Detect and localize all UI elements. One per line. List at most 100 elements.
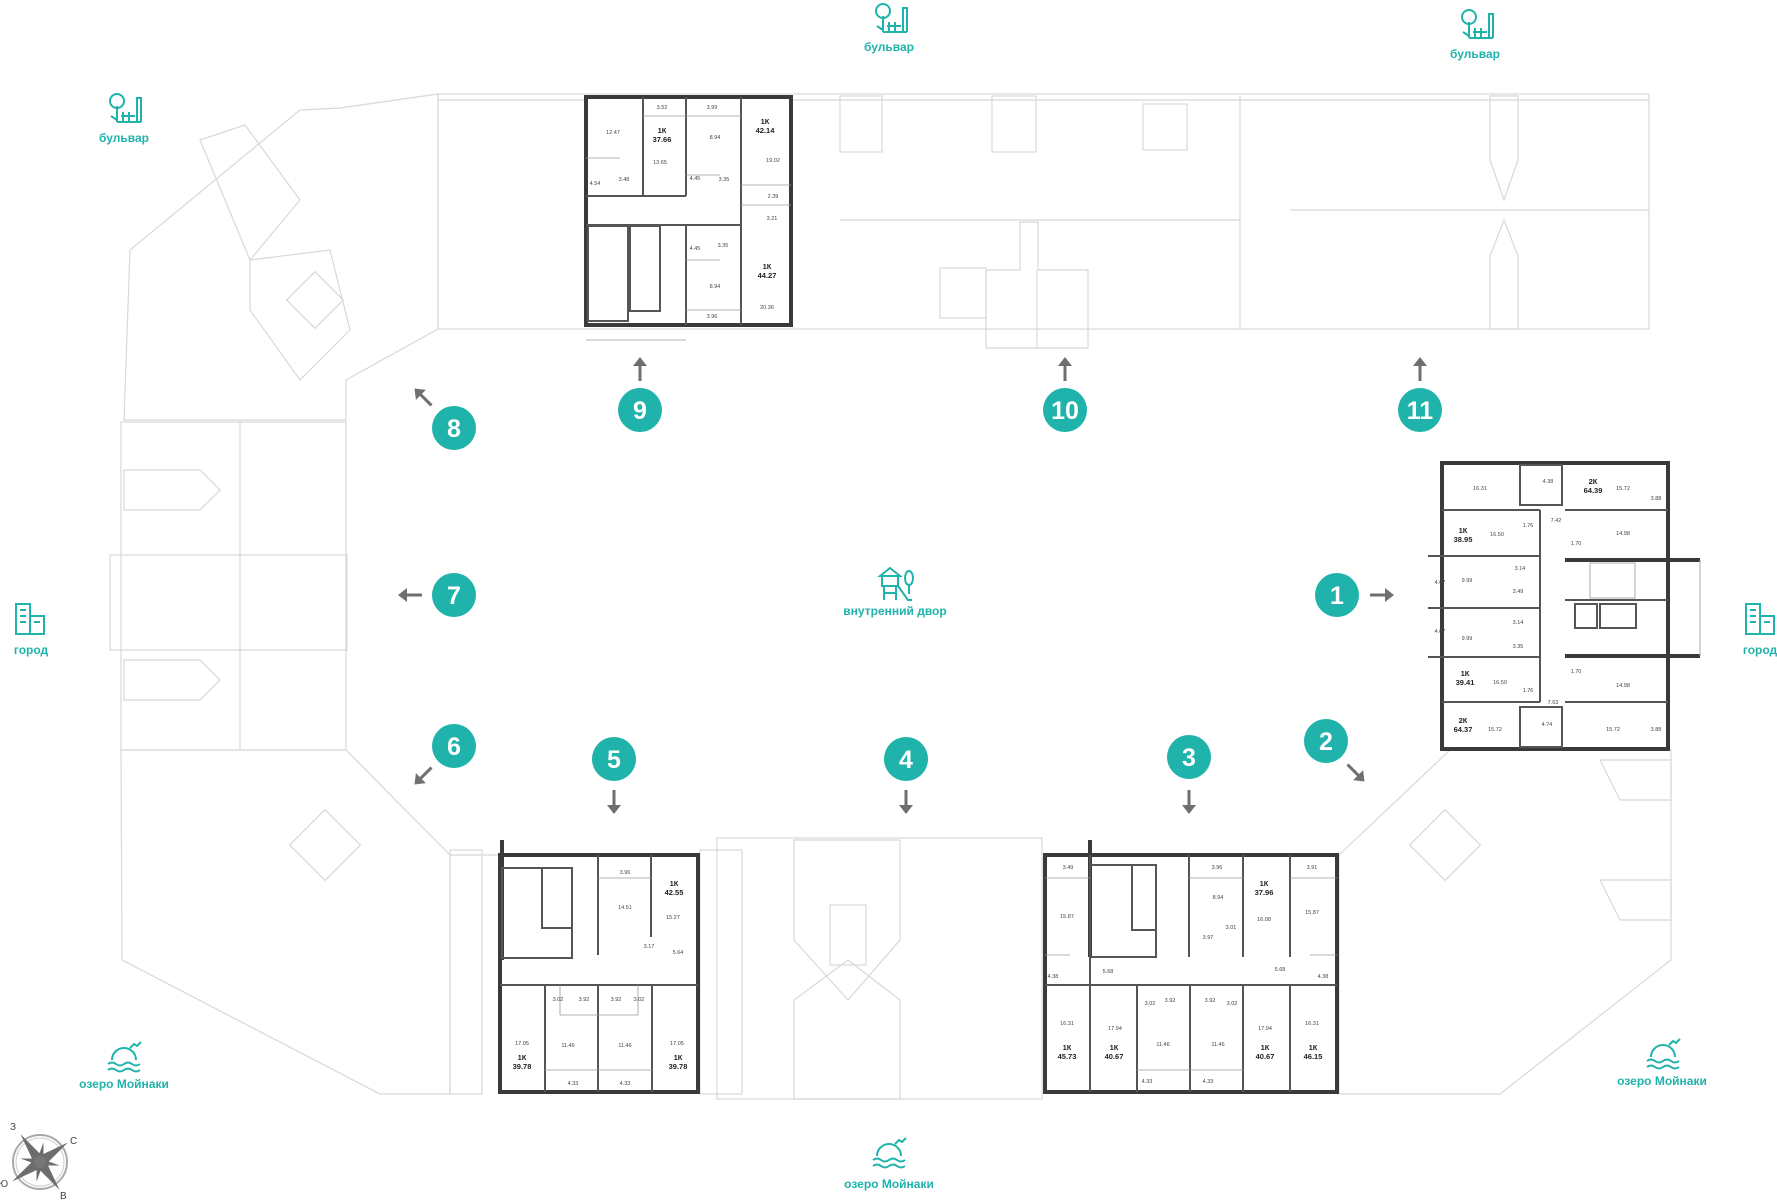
section-marker[interactable]: 7 xyxy=(432,573,476,617)
floor-plan-section-1[interactable]: 2К64.391К38.951К39.412К64.3716.314.3815.… xyxy=(1428,461,1701,751)
marker-number: 11 xyxy=(1407,397,1434,425)
arrow-icon xyxy=(414,388,433,407)
room-area: 3.99 xyxy=(707,105,718,111)
room-area: 3.96 xyxy=(620,870,631,876)
compass-south: Ю xyxy=(0,1179,8,1190)
room-area: 16.31 xyxy=(1305,1021,1319,1027)
apartment-type: 1К xyxy=(670,879,679,888)
room-area: 16.31 xyxy=(1060,1021,1074,1027)
room-area: 5.68 xyxy=(1103,969,1114,975)
section-marker[interactable]: 6 xyxy=(432,724,476,768)
room-area: 3.02 xyxy=(553,997,564,1003)
compass-west: З xyxy=(10,1122,16,1133)
section-marker[interactable]: 3 xyxy=(1167,735,1211,779)
room-area: 4.33 xyxy=(620,1081,631,1087)
room-area: 8.94 xyxy=(1213,895,1224,901)
room-area: 19.02 xyxy=(766,158,780,164)
arrow-icon xyxy=(899,790,913,814)
apartment-area: 39.78 xyxy=(513,1062,532,1071)
section-marker[interactable]: 9 xyxy=(618,388,662,432)
apartment-area: 44.27 xyxy=(758,271,777,280)
section-marker[interactable]: 10 xyxy=(1043,388,1087,432)
room-area: 16.50 xyxy=(1490,532,1504,538)
lake-icon xyxy=(107,1041,142,1073)
marker-number: 5 xyxy=(607,746,621,774)
label-lake: озеро Мойнаки xyxy=(79,1077,169,1091)
section-marker[interactable]: 2 xyxy=(1304,719,1348,763)
room-area: 13.65 xyxy=(653,160,667,166)
apartment-area: 38.95 xyxy=(1454,535,1473,544)
room-area: 3.92 xyxy=(611,997,622,1003)
room-area: 3.88 xyxy=(1651,496,1662,502)
apartment-type: 2К xyxy=(1459,716,1468,725)
marker-number: 6 xyxy=(447,733,461,761)
section-marker[interactable]: 5 xyxy=(592,737,636,781)
marker-number: 7 xyxy=(447,582,461,610)
apartment-type: 1К xyxy=(658,126,667,135)
room-area: 3.92 xyxy=(1205,998,1216,1004)
playground-icon xyxy=(877,566,914,601)
room-area: 15.72 xyxy=(1616,486,1630,492)
direction-arrows xyxy=(398,357,1427,814)
marker-number: 2 xyxy=(1319,728,1333,756)
room-area: 3.02 xyxy=(1227,1001,1238,1007)
room-area: 5.68 xyxy=(1275,967,1286,973)
arrow-icon xyxy=(1346,763,1365,782)
marker-circle xyxy=(1398,388,1442,432)
room-area: 16.50 xyxy=(1493,680,1507,686)
apartment-area: 45.73 xyxy=(1058,1052,1077,1061)
floor-plan-section-5[interactable]: 1К42.551К39.781К39.783.9614.5115.273.175… xyxy=(498,840,700,1094)
building-icon xyxy=(1745,603,1775,635)
room-area: 15.72 xyxy=(1606,727,1620,733)
marker-circle xyxy=(432,573,476,617)
room-area: 4.33 xyxy=(1142,1079,1153,1085)
room-area: 3.48 xyxy=(619,177,630,183)
room-area: 17.94 xyxy=(1108,1026,1122,1032)
apartment-type: 1К xyxy=(1063,1043,1072,1052)
section-markers: 1 2 3 4 5 6 7 8 9 10 11 xyxy=(432,388,1442,781)
room-area: 3.49 xyxy=(1513,589,1524,595)
section-marker[interactable]: 8 xyxy=(432,406,476,450)
marker-circle xyxy=(618,388,662,432)
room-area: 4.33 xyxy=(1203,1079,1214,1085)
park-tree-fence-icon xyxy=(109,93,142,123)
room-area: 14.98 xyxy=(1616,683,1630,689)
apartment-area: 39.41 xyxy=(1456,678,1475,687)
room-area: 7.63 xyxy=(1548,700,1559,706)
apartment-type: 1К xyxy=(518,1053,527,1062)
marker-circle xyxy=(1304,719,1348,763)
room-area: 11.46 xyxy=(1156,1042,1169,1048)
room-area: 3.88 xyxy=(1651,727,1662,733)
marker-number: 3 xyxy=(1182,744,1196,772)
room-area: 11.46 xyxy=(618,1043,631,1049)
room-area: 3.35 xyxy=(718,243,729,249)
compass-rose-icon: З С Ю В xyxy=(0,1122,77,1200)
section-marker[interactable]: 1 xyxy=(1315,573,1359,617)
room-area: 20.36 xyxy=(760,305,774,311)
room-area: 1.70 xyxy=(1571,541,1582,547)
section-marker[interactable]: 4 xyxy=(884,737,928,781)
apartment-area: 40.67 xyxy=(1105,1052,1124,1061)
apartment-type: 2К xyxy=(1589,477,1598,486)
apartment-type: 1К xyxy=(1459,526,1468,535)
section-marker[interactable]: 11 xyxy=(1398,388,1442,432)
marker-number: 10 xyxy=(1051,397,1079,425)
room-area: 7.42 xyxy=(1551,518,1562,524)
room-area: 12.47 xyxy=(606,130,620,136)
room-area: 17.94 xyxy=(1258,1026,1272,1032)
room-area: 3.91 xyxy=(1307,865,1318,871)
apartment-type: 1К xyxy=(763,262,772,271)
room-area: 3.17 xyxy=(644,944,655,950)
apartment-area: 64.37 xyxy=(1454,725,1473,734)
marker-number: 4 xyxy=(899,746,913,774)
room-area: 3.21 xyxy=(767,216,778,222)
room-area: 3.97 xyxy=(1203,935,1214,941)
label-city: город xyxy=(13,643,49,657)
room-area: 3.02 xyxy=(634,997,645,1003)
room-area: 17.05 xyxy=(515,1041,529,1047)
room-area: 15.72 xyxy=(1488,727,1502,733)
marker-circle xyxy=(1043,388,1087,432)
